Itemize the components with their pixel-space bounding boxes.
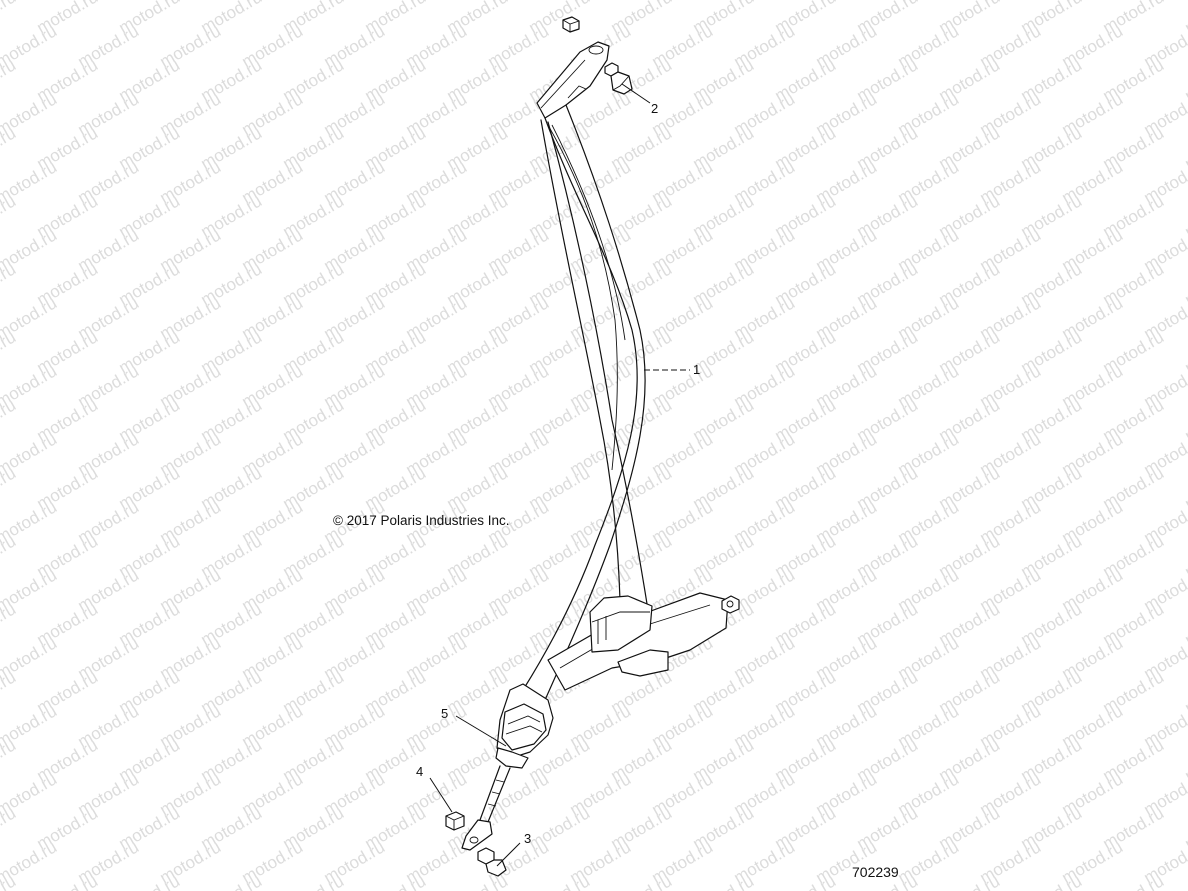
copyright-notice: © 2017 Polaris Industries Inc. [333, 513, 510, 528]
upper-nut-icon [562, 16, 580, 33]
callout-5: 5 [441, 706, 448, 721]
shoulder-belt-webbing [522, 104, 649, 701]
lower-anchor-bolt-icon [477, 847, 507, 877]
watermark-text: motod.ru [1182, 0, 1188, 37]
lower-nut-icon [445, 811, 465, 831]
callout-4: 4 [416, 764, 423, 779]
leader-lines [429, 83, 690, 867]
callout-2: 2 [651, 101, 658, 116]
retractor-anchor-plate [547, 592, 729, 691]
upper-anchor-bolt-icon [604, 62, 633, 95]
retractor-nut-icon [721, 595, 740, 614]
buckle-assembly [461, 683, 554, 851]
callout-3: 3 [524, 831, 531, 846]
figure-number: 702239 [852, 864, 899, 880]
upper-anchor-bracket [536, 41, 610, 119]
callout-1: 1 [693, 362, 700, 377]
